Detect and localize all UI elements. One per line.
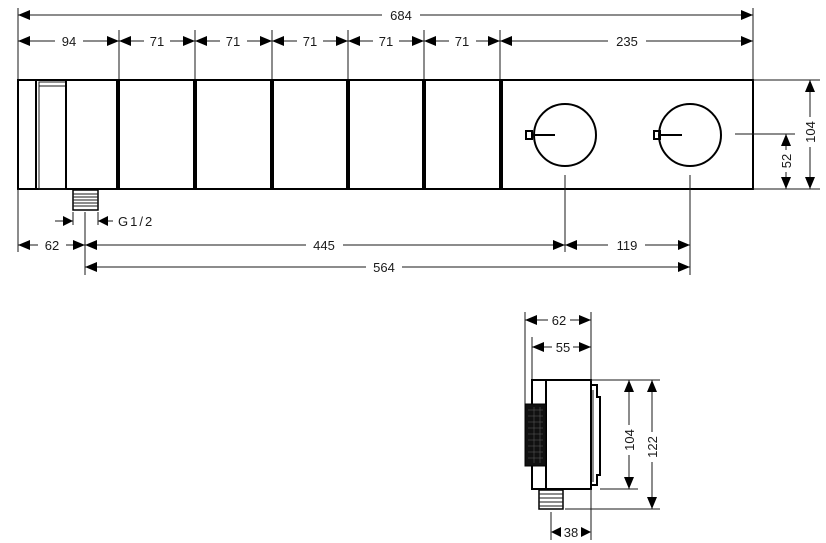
dim-depth-55-label: 55 bbox=[556, 340, 570, 355]
dim-segment-1-label: 94 bbox=[62, 34, 76, 49]
dim-segment-7-label: 235 bbox=[616, 34, 638, 49]
front-view: 684 94 71 71 71 bbox=[17, 8, 820, 275]
dimension-bottom: G1/2 62 445 119 564 bbox=[17, 175, 691, 275]
dim-segment-4-label: 71 bbox=[303, 34, 317, 49]
dim-offset-62-label: 62 bbox=[45, 238, 59, 253]
dim-center-52-label: 52 bbox=[779, 154, 794, 168]
side-body bbox=[524, 379, 601, 490]
dim-119-label: 119 bbox=[617, 238, 638, 253]
dim-segment-5-label: 71 bbox=[379, 34, 393, 49]
dim-segment-6-label: 71 bbox=[455, 34, 469, 49]
dimension-side-heights: 104 122 bbox=[565, 379, 660, 510]
dim-564-label: 564 bbox=[373, 260, 395, 275]
dimension-segments: 94 71 71 71 71 bbox=[18, 34, 753, 49]
dim-side-104-label: 104 bbox=[622, 429, 637, 451]
extension-lines-top bbox=[17, 8, 754, 80]
dimension-outlet-offset: 38 bbox=[550, 489, 592, 540]
dim-thread-label: G1/2 bbox=[118, 214, 154, 229]
dim-38-label: 38 bbox=[564, 525, 578, 540]
dim-445-label: 445 bbox=[313, 238, 335, 253]
dim-depth-62-label: 62 bbox=[552, 313, 566, 328]
dim-segment-2-label: 71 bbox=[150, 34, 164, 49]
dimension-height: 104 52 bbox=[735, 79, 820, 190]
dimension-overall-width: 684 bbox=[18, 8, 753, 23]
dim-684-label: 684 bbox=[390, 8, 412, 23]
dim-side-122-label: 122 bbox=[645, 436, 660, 458]
side-view: 62 55 bbox=[524, 312, 660, 540]
side-thread-connector bbox=[538, 489, 564, 510]
dimension-depth-overall: 62 bbox=[525, 313, 591, 328]
knob-2 bbox=[653, 103, 722, 167]
thermostat-body bbox=[17, 79, 754, 190]
dim-segment-3-label: 71 bbox=[226, 34, 240, 49]
dim-height-104-label: 104 bbox=[803, 121, 818, 143]
dimension-depth-body: 55 bbox=[532, 340, 591, 355]
knob-1 bbox=[525, 103, 597, 167]
thread-connector bbox=[72, 189, 99, 211]
